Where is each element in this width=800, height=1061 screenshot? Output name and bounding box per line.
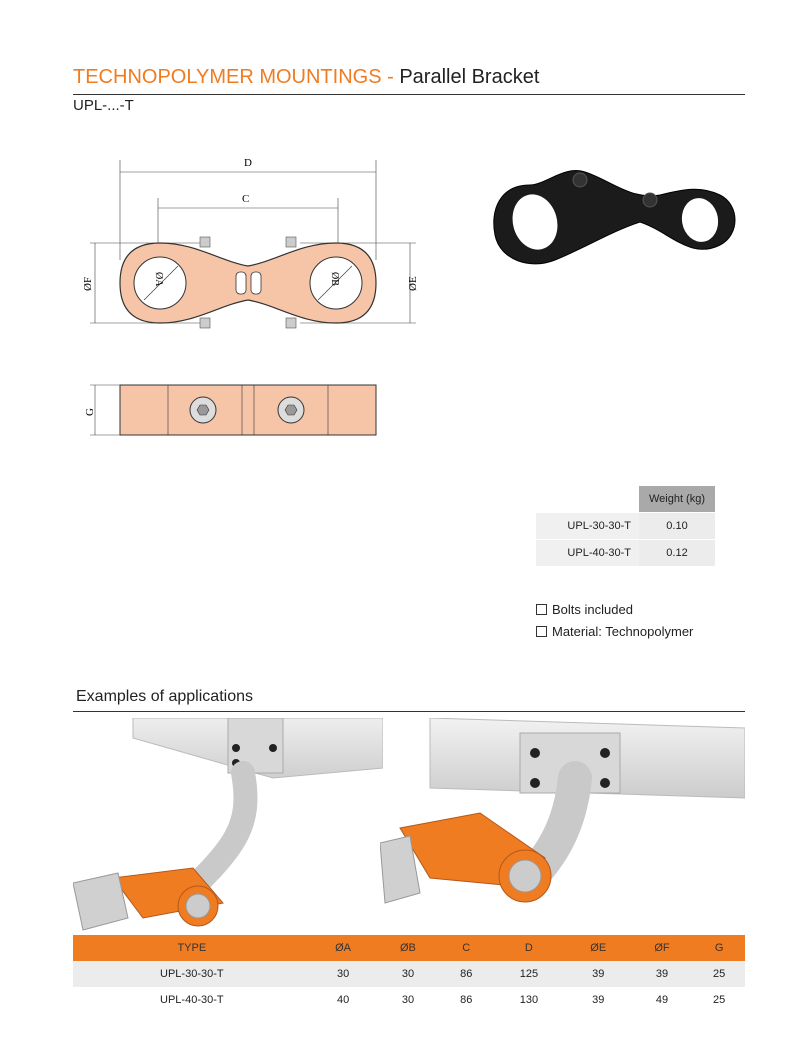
title-product: Parallel Bracket — [399, 66, 540, 88]
dim-g-label: G — [84, 408, 96, 416]
examples-divider — [73, 711, 745, 712]
bore-a — [133, 256, 187, 310]
product-render — [493, 170, 736, 265]
dim-f-label: ØF — [82, 277, 94, 291]
product-code: UPL-...-T — [73, 97, 134, 114]
weight-header: Weight (kg) — [639, 485, 715, 513]
feature-material: Material: Technopolymer — [536, 624, 693, 639]
checkbox-icon — [536, 604, 547, 615]
dim-d-label: D — [244, 157, 252, 169]
dim-b-label: ØB — [329, 272, 340, 286]
application-example-1 — [73, 718, 383, 931]
dim-e-label: ØE — [407, 276, 419, 291]
feature-bolts: Bolts included — [536, 602, 633, 617]
application-example-2 — [380, 718, 745, 904]
title-divider — [73, 94, 745, 95]
dim-a-label: ØA — [153, 272, 164, 287]
bracket-top-view — [119, 242, 377, 324]
bracket-side-view — [119, 384, 377, 436]
title-category: TECHNOPOLYMER MOUNTINGS - — [73, 66, 394, 88]
bore-b — [309, 256, 363, 310]
examples-title: Examples of applications — [76, 688, 253, 705]
technical-drawing: D C ØF ØE ØA ØB G — [82, 157, 419, 436]
page-title: TECHNOPOLYMER MOUNTINGS - Parallel Brack… — [73, 66, 539, 89]
dim-c-label: C — [242, 193, 249, 205]
checkbox-icon — [536, 626, 547, 637]
